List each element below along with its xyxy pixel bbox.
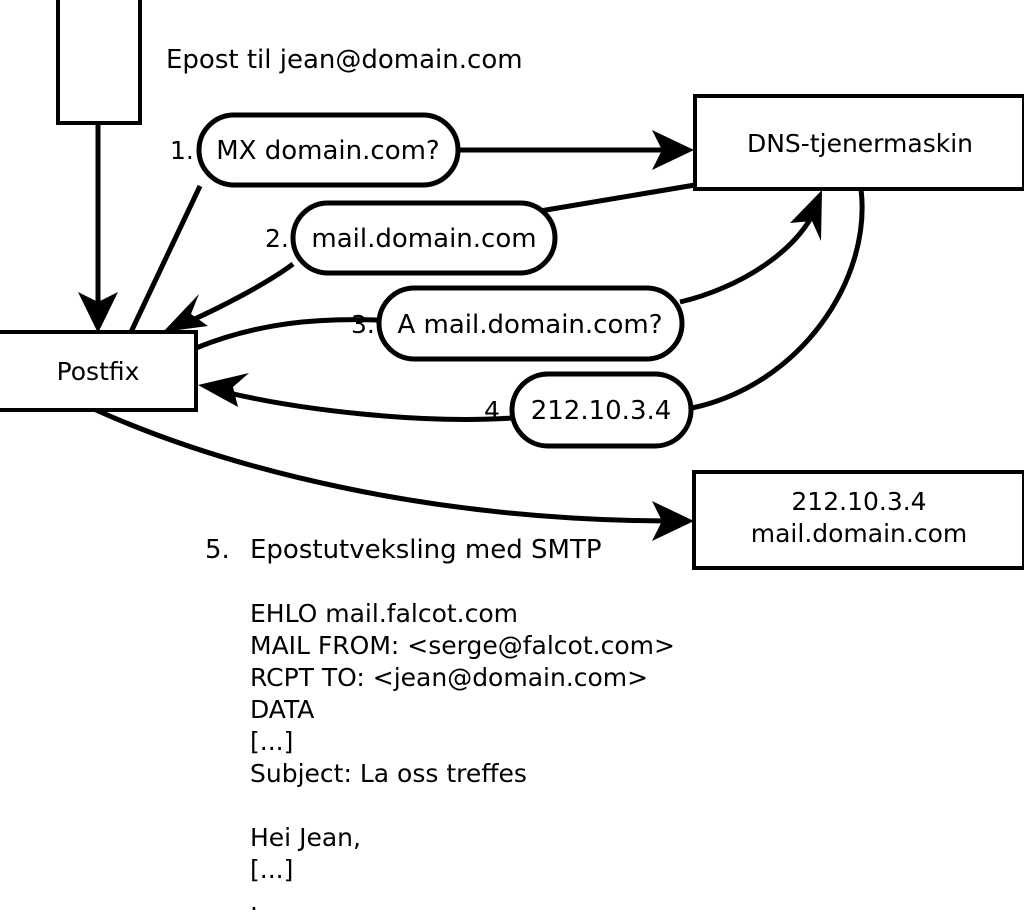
step-2-group: 2. mail.domain.com [265,200,558,276]
step-2-bubble [290,200,558,276]
node-dns-server-box [693,94,1024,191]
edge-postfix-to-mailserver [94,407,694,541]
smtp-line-2: RCPT TO: <jean@domain.com> [250,663,648,692]
step-2-label: mail.domain.com [311,224,536,254]
step-4-group: 4. 212.10.3.4 [484,371,694,449]
edge-postfix-to-step1 [128,184,203,334]
step-5-number: 5. [205,535,230,565]
smtp-transcript: EHLO mail.falcot.com MAIL FROM: <serge@f… [250,599,675,916]
edge-postfix-to-step3 [195,317,379,351]
smtp-line-5: Subject: La oss treffes [250,759,527,788]
edge-step4-to-postfix [198,373,514,422]
step-4-number: 4. [484,396,508,425]
step-3-label: A mail.domain.com? [398,310,663,340]
smtp-line-9: . [250,887,258,916]
edge-dns-to-step2 [539,182,696,214]
step-3-bubble [376,285,685,362]
step-5-label: Epostutveksling med SMTP [250,535,602,565]
smtp-line-4: [...] [250,727,293,756]
node-client-box [56,0,142,125]
smtp-line-7: Hei Jean, [250,823,361,852]
smtp-line-8: [...] [250,855,293,884]
smtp-line-0: EHLO mail.falcot.com [250,599,518,628]
step-1-label: MX domain.com? [216,136,439,166]
edge-step2-to-postfix [163,261,295,332]
edge-dns-to-step4 [691,188,865,411]
edge-client-to-postfix [78,123,118,333]
step-1-bubble [196,112,461,188]
step-1-group: 1. MX domain.com? [170,112,461,188]
smtp-line-1: MAIL FROM: <serge@falcot.com> [250,631,675,660]
step-3-group: 3. A mail.domain.com? [351,285,685,362]
node-postfix-box [0,330,198,412]
node-mail-server-box [692,470,1024,570]
step-4-label: 212.10.3.4 [531,396,672,426]
node-mail-server-line2: mail.domain.com [751,519,967,548]
step-3-number: 3. [351,310,375,339]
edge-step1-to-dns [458,130,694,170]
step-4-bubble [509,371,694,449]
step-1-number: 1. [170,136,194,165]
node-dns-server-label: DNS-tjenermaskin [747,129,973,158]
smtp-line-3: DATA [250,695,314,724]
node-postfix-label: Postfix [57,357,140,386]
node-mail-server-line1: 212.10.3.4 [791,487,926,516]
step-2-number: 2. [265,224,289,253]
caption-epost-til: Epost til jean@domain.com [166,45,523,75]
edge-step3-to-dns [679,190,822,305]
